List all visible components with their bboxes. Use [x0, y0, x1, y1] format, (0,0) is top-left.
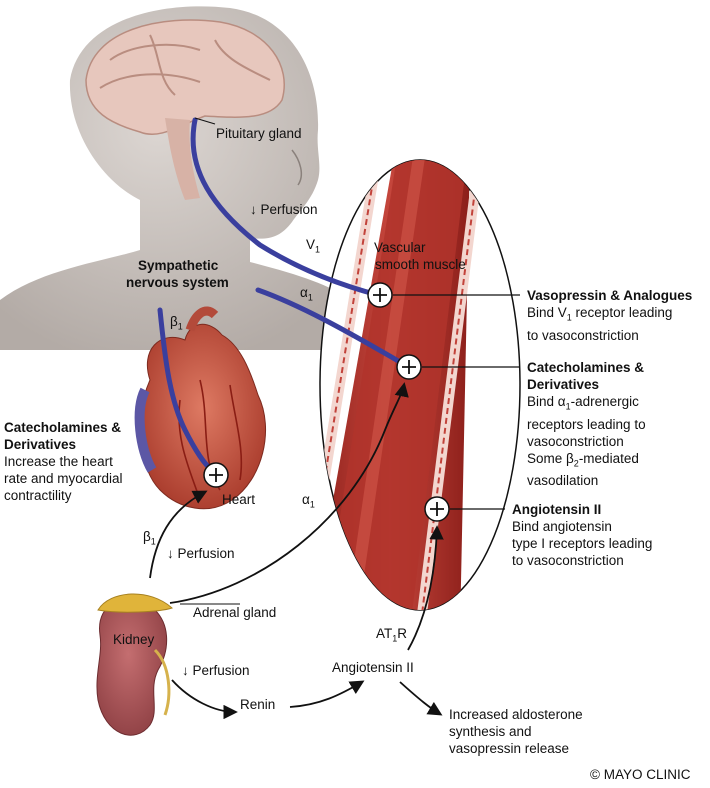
arrow-adrenal-to-heart [149, 490, 208, 579]
catecholamine-vessel-line3: vasoconstriction [527, 433, 624, 449]
nerve-paths [157, 117, 403, 473]
aldosterone-block: Increased aldosterone synthesis and vaso… [449, 706, 583, 757]
arrow-angiotensin-to-aldosterone [399, 681, 443, 716]
beta1-low-label: β1 [143, 529, 156, 547]
angiotensin-block: Angiotensin II Bind angiotensin type I r… [512, 501, 652, 569]
plus-angiotensin [424, 496, 450, 522]
perfusion-brain-label: ↓ Perfusion [250, 202, 318, 217]
plus-catecholamine-vessel [396, 354, 422, 380]
catecholamine-heart-title1: Catecholamines & [4, 420, 122, 435]
head-figure [0, 6, 350, 350]
catecholamine-vessel-line5: vasodilation [527, 473, 599, 489]
heart-label: Heart [222, 492, 256, 507]
angiotensin-line2: type I receptors leading [512, 536, 653, 551]
perfusion-heart-label: ↓ Perfusion [167, 546, 235, 561]
aldosterone-line1: Increased aldosterone [449, 707, 583, 722]
leader-lines [180, 117, 520, 605]
angiotensin-title: Angiotensin II [512, 502, 602, 517]
catecholamine-heart-line3: contractility [4, 488, 72, 503]
receptor-plus-markers [203, 282, 450, 522]
arrow-angiotensin-to-vessel [407, 525, 444, 651]
vasopressin-line1: Bind V1 receptor leading [527, 305, 673, 323]
vascular-label-line2: smooth muscle [375, 257, 466, 272]
kidney-label: Kidney [113, 632, 155, 647]
nerve-sns-to-vessel [255, 287, 403, 365]
catecholamine-vessel-line4: Some β2-mediated [527, 450, 639, 469]
angiotensin-line3: to vasoconstriction [512, 553, 624, 568]
plus-vasopressin [367, 282, 393, 308]
heart-organ [134, 306, 266, 510]
angiotensin-line1: Bind angiotensin [512, 519, 612, 534]
sns-label-line1: Sympathetic [138, 258, 219, 273]
vasopressin-block: Vasopressin & Analogues Bind V1 receptor… [527, 287, 692, 344]
vasopressin-line2: to vasoconstriction [527, 327, 639, 343]
catecholamine-vessel-line2: receptors leading to [527, 416, 646, 432]
catecholamine-vessel-block: Catecholamines & Derivatives Bind α1-adr… [527, 359, 646, 489]
catecholamine-vessel-title2: Derivatives [527, 377, 600, 392]
perfusion-kidney-label: ↓ Perfusion [182, 663, 250, 678]
sns-label-line2: nervous system [126, 275, 229, 290]
alpha1-top-label: α1 [300, 285, 313, 303]
adrenal-gland-label: Adrenal gland [193, 605, 277, 620]
aldosterone-line3: vasopressin release [449, 741, 570, 756]
catecholamine-vessel-title1: Catecholamines & [527, 360, 645, 375]
nerve-pituitary-to-vessel [190, 117, 381, 298]
vascular-oval [319, 159, 521, 611]
plus-heart [203, 462, 229, 488]
vasopressin-title: Vasopressin & Analogues [527, 288, 693, 303]
pathway-arrows [149, 382, 444, 720]
copyright-label: © MAYO CLINIC [590, 767, 691, 782]
catecholamine-heart-line1: Increase the heart [4, 454, 113, 469]
catecholamine-vessel-line1: Bind α1-adrenergic [527, 394, 639, 412]
catecholamine-heart-title2: Derivatives [4, 437, 77, 452]
beta1-top-label: β1 [170, 314, 183, 332]
pituitary-gland-label: Pituitary gland [216, 126, 302, 141]
arrow-adrenal-to-vessel [169, 382, 409, 604]
angiotensin-ii-label: Angiotensin II [332, 660, 414, 675]
kidney-organ [96, 593, 173, 736]
catecholamine-heart-line2: rate and myocardial [4, 471, 123, 486]
at1r-label: AT1R [376, 626, 408, 644]
renin-label: Renin [240, 697, 276, 712]
nerve-sns-to-heart [157, 307, 215, 473]
arrow-kidney-to-renin [171, 679, 238, 720]
vascular-label-line1: Vascular [374, 240, 426, 255]
aldosterone-line2: synthesis and [449, 724, 532, 739]
alpha1-mid-label: α1 [302, 492, 315, 510]
catecholamine-heart-block: Catecholamines & Derivatives Increase th… [4, 419, 123, 504]
arrow-renin-to-angiotensin [289, 680, 365, 708]
v1-label: V1 [306, 237, 321, 255]
